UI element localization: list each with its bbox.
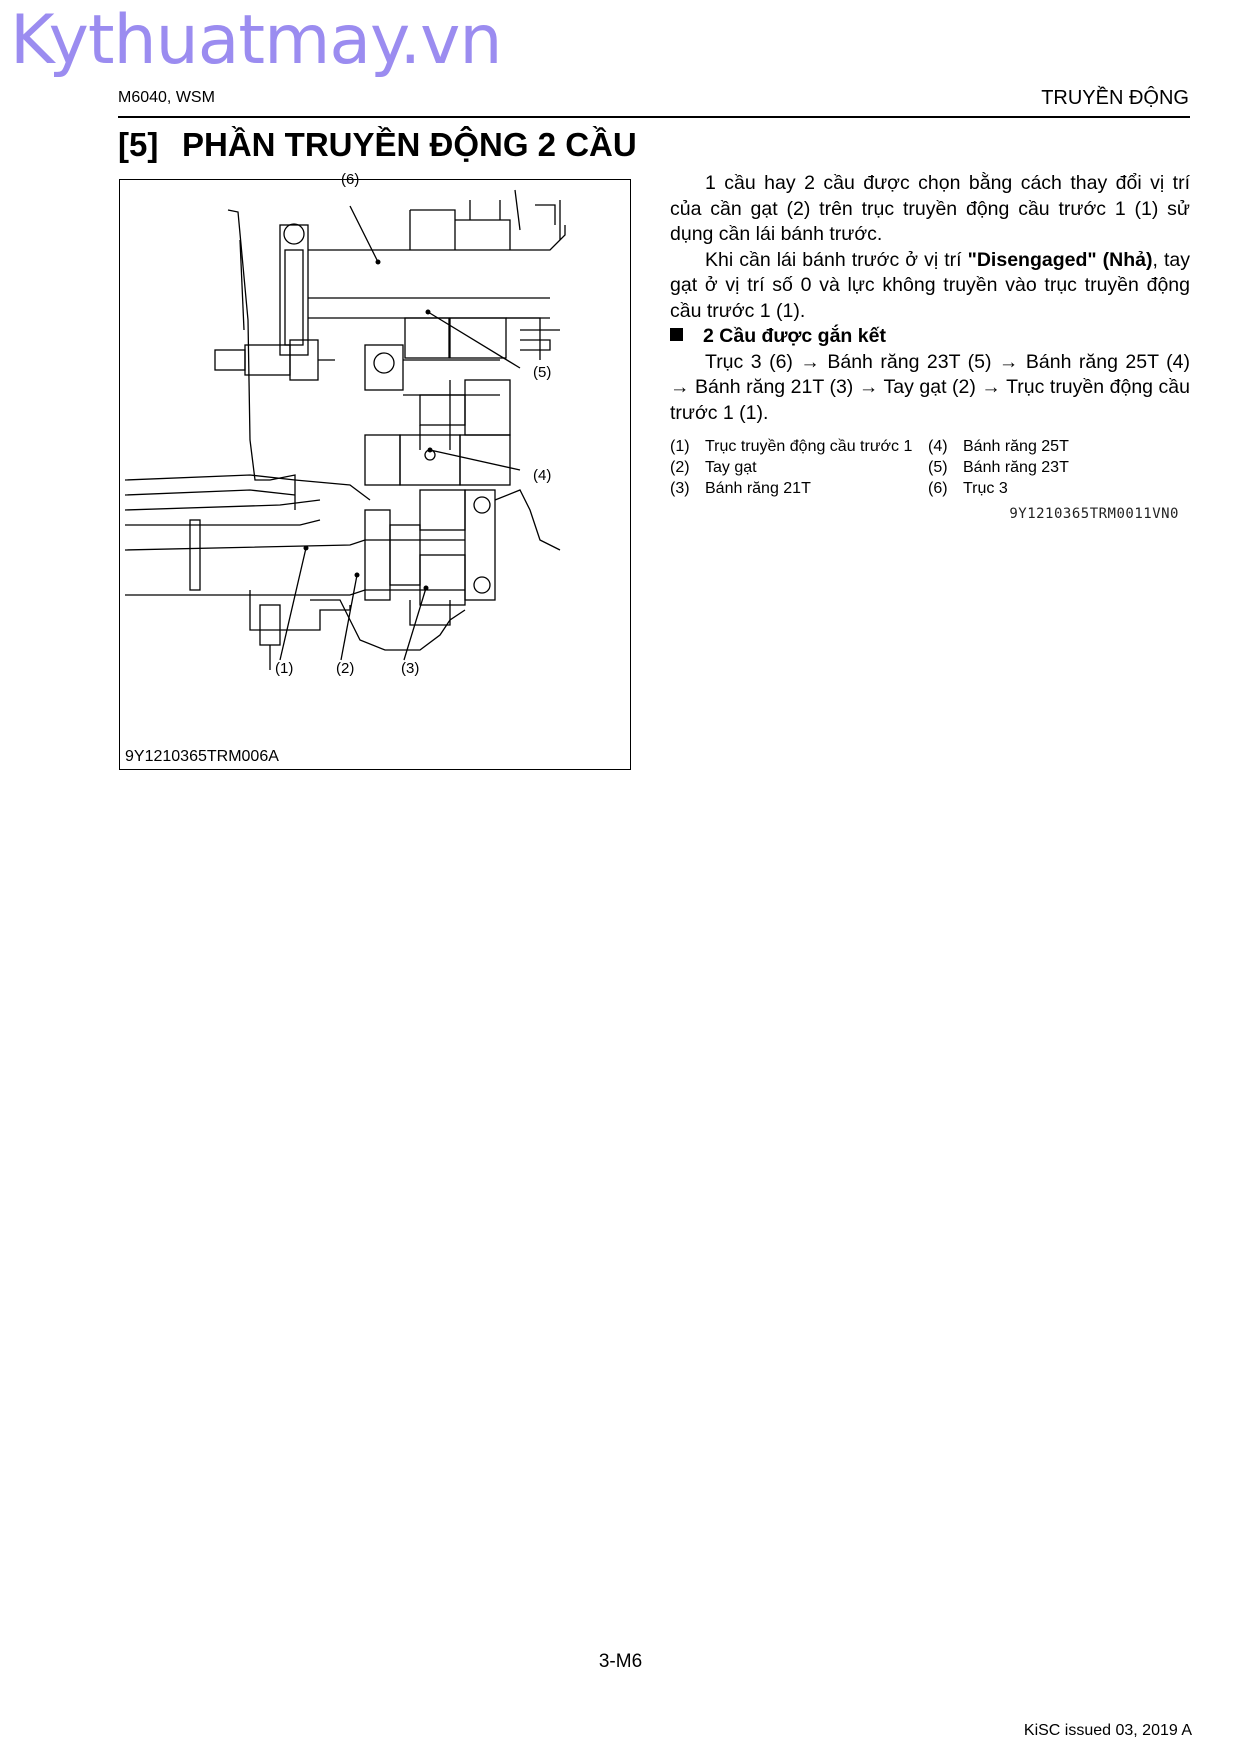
header-rule: [118, 116, 1190, 118]
callout-3: (3): [401, 660, 420, 677]
callout-4: (4): [533, 467, 552, 484]
figure-transmission-diagram: (6) (5) (4) (1) (2) (3) 9Y1210365TRM006A: [119, 171, 631, 770]
legend-item: (5)Bánh răng 23T: [928, 459, 1069, 476]
callout-1: (1): [275, 660, 294, 677]
description-text: 1 cầu hay 2 cầu được chọn bằng cách thay…: [670, 171, 1190, 426]
callout-5: (5): [533, 364, 552, 381]
bullet-square-icon: [670, 328, 683, 341]
header-chapter: TRUYỀN ĐỘNG: [1041, 87, 1189, 109]
paragraph-3: Trục 3 (6) → Bánh răng 23T (5) → Bánh ră…: [670, 350, 1190, 424]
legend-item: (1)Trục truyền động cầu trước 1: [670, 438, 913, 455]
legend-item: (4)Bánh răng 25T: [928, 438, 1069, 455]
section-heading: PHẦN TRUYỀN ĐỘNG 2 CẦU: [182, 126, 637, 163]
paragraph-2-bold: "Disengaged" (Nhả): [967, 248, 1153, 271]
parts-legend: (1)Trục truyền động cầu trước 1 (4)Bánh …: [670, 436, 1190, 499]
legend-item: (3)Bánh răng 21T: [670, 480, 811, 497]
paragraph-1: 1 cầu hay 2 cầu được chọn bằng cách thay…: [670, 172, 1190, 245]
legend-row: (1)Trục truyền động cầu trước 1 (4)Bánh …: [670, 436, 1190, 457]
figure-code: 9Y1210365TRM006A: [125, 748, 279, 765]
paragraph-2-text-b: , tay gạt ở vị trí số 0 và lực không tru…: [670, 248, 1190, 322]
subheading-text: 2 Cầu được gắn kết: [703, 325, 886, 347]
footer-issue: KiSC issued 03, 2019 A: [1023, 1722, 1192, 1739]
legend-item: (6)Trục 3: [928, 480, 1008, 497]
drawing-4wd-drive: [124, 189, 566, 670]
section-number: [5]: [118, 126, 159, 163]
paragraph-2: Khi cần lái bánh trước ở vị trí "Disenga…: [670, 248, 1190, 325]
legend-item: (2)Tay gạt: [670, 459, 757, 476]
reference-code: 9Y1210365TRM0011VN0: [1009, 506, 1179, 522]
paragraph-2-text-a: Khi cần lái bánh trước ở vị trí: [705, 248, 968, 271]
legend-row: (2)Tay gạt (5)Bánh răng 23T: [670, 457, 1190, 478]
watermark: Kythuatmay.vn: [10, 1, 502, 80]
section-title: [5] PHẦN TRUYỀN ĐỘNG 2 CẦU: [118, 126, 637, 164]
subheading-4wd: 2 Cầu được gắn kết: [670, 324, 1190, 350]
callout-2: (2): [336, 660, 355, 677]
legend-row: (3)Bánh răng 21T (6)Trục 3: [670, 478, 1190, 499]
page-number: 3-M6: [598, 1651, 643, 1672]
callout-6: (6): [341, 171, 360, 188]
header-model: M6040, WSM: [118, 89, 215, 106]
